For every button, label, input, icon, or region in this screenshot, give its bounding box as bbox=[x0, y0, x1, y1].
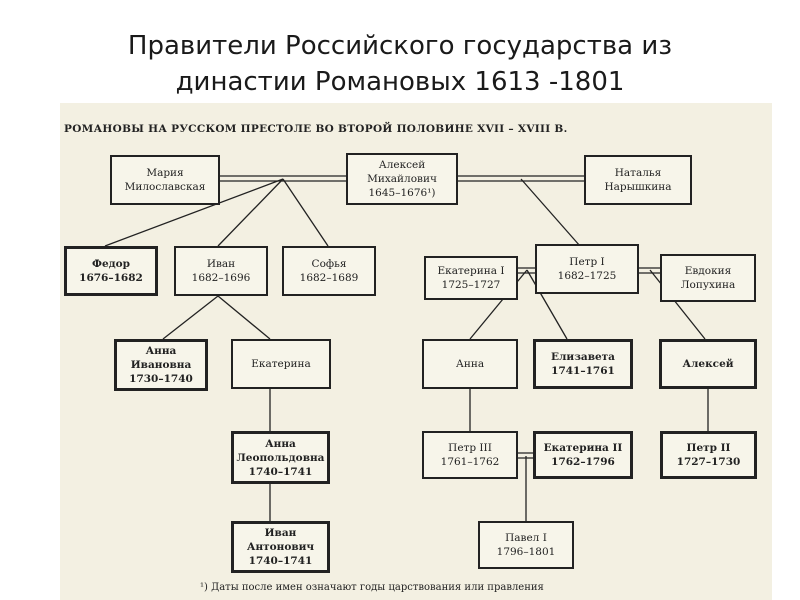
node-line: 1796–1801 bbox=[496, 546, 556, 558]
node-elizaveta: Елизавета 1741–1761 bbox=[533, 339, 633, 389]
node-line: Нарышкина bbox=[604, 181, 672, 193]
connector-lines bbox=[104, 175, 709, 521]
node-line: 1741–1761 bbox=[551, 365, 615, 377]
node-line: Федор bbox=[92, 258, 130, 270]
node-line: Алексей bbox=[378, 159, 426, 171]
node-line: 1727–1730 bbox=[676, 456, 741, 468]
node-line: 1682–1689 bbox=[299, 272, 359, 284]
node-line: Алексей bbox=[682, 358, 734, 370]
node-line: Петр I bbox=[569, 256, 605, 268]
node-anna-petrovna: Анна bbox=[422, 339, 518, 389]
node-line: Софья bbox=[311, 258, 347, 270]
node-line: Милославская bbox=[124, 181, 206, 193]
node-line: Михайлович bbox=[367, 173, 437, 185]
node-petr-3: Петр III 1761–1762 bbox=[422, 431, 518, 479]
node-maria-miloslavskaya: Мария Милославская bbox=[110, 155, 220, 205]
node-line: 1761–1762 bbox=[440, 456, 500, 468]
descent-line-fedor bbox=[104, 178, 284, 247]
marriage-line-ekaterina1-petr1 bbox=[518, 267, 535, 274]
node-line: Евдокия bbox=[684, 265, 732, 277]
node-line: Мария bbox=[146, 167, 184, 179]
node-line: Екатерина I bbox=[437, 265, 505, 277]
node-line: Леопольдовна bbox=[236, 451, 325, 464]
descent-line-petr1 bbox=[520, 178, 581, 247]
node-aleksey-petrovich: Алексей bbox=[659, 339, 757, 389]
marriage-line-petr1-evdokia bbox=[639, 267, 660, 274]
node-petr-2: Петр II 1727–1730 bbox=[660, 431, 757, 479]
node-line: 1740–1741 bbox=[248, 555, 313, 567]
slide-title-line-2: династии Романовых 1613 -1801 bbox=[175, 67, 625, 97]
node-line: Лопухина bbox=[680, 279, 736, 291]
descent-line-aleksey-petrovich bbox=[649, 269, 706, 340]
slide-title-line-1: Правители Российского государства из bbox=[127, 31, 673, 61]
node-line: 1682–1696 bbox=[191, 272, 251, 284]
node-line: Анна bbox=[145, 345, 177, 357]
node-anna-ivanovna: Анна Ивановна 1730–1740 bbox=[114, 339, 208, 391]
node-evdokia-lopukhina: Евдокия Лопухина bbox=[660, 254, 756, 302]
descent-line-ekaterina-ivanovna bbox=[217, 295, 271, 340]
footnote: ¹) Даты после имен означают годы царство… bbox=[200, 582, 544, 593]
diagram-heading: РОМАНОВЫ НА РУССКОМ ПРЕСТОЛЕ ВО ВТОРОЙ П… bbox=[64, 123, 568, 135]
node-line: 1725–1727 bbox=[441, 279, 501, 291]
node-line: Елизавета bbox=[551, 351, 615, 363]
node-natalia-naryshkina: Наталья Нарышкина bbox=[584, 155, 692, 205]
node-aleksey-mikhailovich: Алексей Михайлович 1645–1676¹) bbox=[346, 153, 458, 205]
node-ekaterina-ivanovna: Екатерина bbox=[231, 339, 331, 389]
node-line: 1740–1741 bbox=[248, 465, 313, 478]
descent-line-sofia bbox=[282, 178, 329, 247]
node-line: 1645–1676¹) bbox=[368, 187, 436, 199]
node-anna-leopoldovna: Анна Леопольдовна 1740–1741 bbox=[231, 431, 330, 484]
node-line: 1762–1796 bbox=[551, 456, 615, 468]
node-ivan: Иван 1682–1696 bbox=[174, 246, 268, 296]
node-line: Наталья bbox=[614, 167, 662, 179]
marriage-line-aleksey-natalia bbox=[458, 175, 584, 182]
node-line: Павел I bbox=[505, 532, 547, 544]
node-line: Анна bbox=[455, 358, 485, 370]
node-line: Екатерина bbox=[251, 358, 311, 370]
node-line: 1730–1740 bbox=[129, 373, 193, 385]
node-petr-1: Петр I 1682–1725 bbox=[535, 244, 639, 294]
marriage-line-maria-aleksey bbox=[220, 175, 346, 182]
node-line: Ивановна bbox=[130, 359, 192, 371]
node-line: Анна bbox=[265, 437, 296, 450]
node-sofia: Софья 1682–1689 bbox=[282, 246, 376, 296]
node-fedor: Федор 1676–1682 bbox=[64, 246, 158, 296]
node-ekaterina-2: Екатерина II 1762–1796 bbox=[533, 431, 633, 479]
node-line: Петр II bbox=[686, 442, 731, 454]
node-line: 1682–1725 bbox=[557, 270, 617, 282]
node-line: Иван bbox=[206, 258, 236, 270]
node-line: Екатерина II bbox=[543, 442, 623, 454]
slide-title: Правители Российского государства из дин… bbox=[0, 28, 800, 100]
node-line: Антонович bbox=[246, 541, 315, 553]
node-line: Петр III bbox=[448, 442, 492, 454]
descent-line-ivan bbox=[217, 178, 284, 247]
node-line: Иван bbox=[264, 527, 297, 539]
node-ekaterina-1: Екатерина I 1725–1727 bbox=[424, 256, 518, 300]
node-line: 1676–1682 bbox=[79, 272, 143, 284]
descent-line-elizaveta bbox=[526, 269, 568, 340]
node-ivan-antonovich: Иван Антонович 1740–1741 bbox=[231, 521, 330, 573]
node-pavel-1: Павел I 1796–1801 bbox=[478, 521, 574, 569]
descent-line-anna-ivanovna bbox=[162, 295, 219, 340]
